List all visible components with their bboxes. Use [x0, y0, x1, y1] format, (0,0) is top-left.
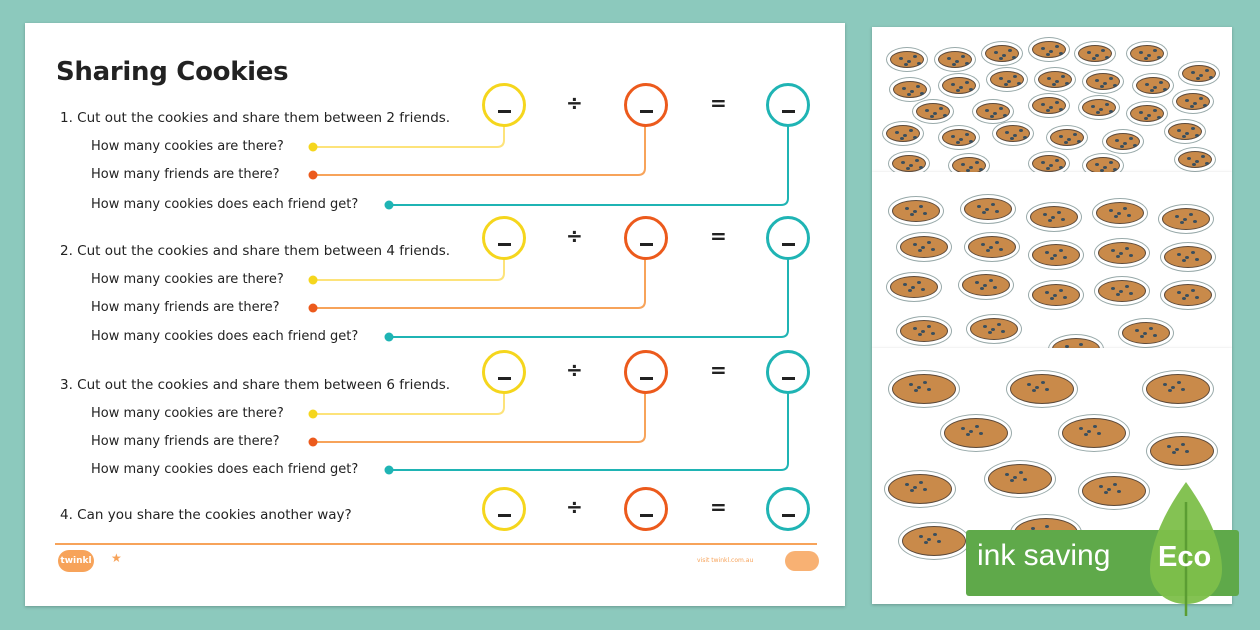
answer-circle-quotient[interactable]: [766, 83, 810, 127]
question-1-sub-3: How many cookies does each friend get?: [91, 197, 359, 212]
footer-divider: [55, 543, 817, 545]
equals-sign: =: [710, 495, 727, 519]
question-2-text: 2. Cut out the cookies and share them be…: [60, 243, 451, 259]
footer-url: visit twinkl.com.au: [697, 557, 754, 564]
cookie-sheet-medium: [872, 172, 1232, 348]
worksheet-title: Sharing Cookies: [56, 57, 289, 87]
question-3-text: 3. Cut out the cookies and share them be…: [60, 377, 451, 393]
twinkl-logo: twinkl: [58, 550, 94, 572]
question-1-sub-1: How many cookies are there?: [91, 139, 284, 154]
answer-circle-divisor[interactable]: [624, 487, 668, 531]
answer-circle-dividend[interactable]: [482, 487, 526, 531]
equals-sign: =: [710, 91, 727, 115]
answer-circle-quotient[interactable]: [766, 487, 810, 531]
answer-circle-dividend[interactable]: [482, 350, 526, 394]
question-1-text: 1. Cut out the cookies and share them be…: [60, 110, 451, 126]
question-3-sub-2: How many friends are there?: [91, 434, 280, 449]
divide-sign: ÷: [566, 495, 583, 519]
eco-badge-text: ink saving: [977, 539, 1111, 572]
worksheet-page: Sharing Cookies 1. Cut out the cookies a…: [25, 23, 845, 606]
question-3-sub-3: How many cookies does each friend get?: [91, 462, 359, 477]
divide-sign: ÷: [566, 91, 583, 115]
question-2-sub-2: How many friends are there?: [91, 300, 280, 315]
cookie-sheet-small: [872, 27, 1232, 172]
question-2-sub-3: How many cookies does each friend get?: [91, 329, 359, 344]
answer-circle-dividend[interactable]: [482, 83, 526, 127]
divide-sign: ÷: [566, 358, 583, 382]
answer-circle-dividend[interactable]: [482, 216, 526, 260]
question-2-sub-1: How many cookies are there?: [91, 272, 284, 287]
equals-sign: =: [710, 358, 727, 382]
divide-sign: ÷: [566, 224, 583, 248]
connector-lines: [308, 123, 789, 475]
star-icon: ★: [111, 551, 122, 565]
answer-circle-quotient[interactable]: [766, 350, 810, 394]
equals-sign: =: [710, 224, 727, 248]
answer-circle-divisor[interactable]: [624, 350, 668, 394]
answer-circle-divisor[interactable]: [624, 83, 668, 127]
question-3-sub-1: How many cookies are there?: [91, 406, 284, 421]
answer-circle-quotient[interactable]: [766, 216, 810, 260]
question-1-sub-2: How many friends are there?: [91, 167, 280, 182]
twinkl-logo-small: [785, 551, 819, 571]
leaf-icon: [1150, 482, 1222, 616]
question-4-text: 4. Can you share the cookies another way…: [60, 507, 352, 523]
answer-circle-divisor[interactable]: [624, 216, 668, 260]
eco-badge-label: Eco: [1158, 541, 1212, 573]
